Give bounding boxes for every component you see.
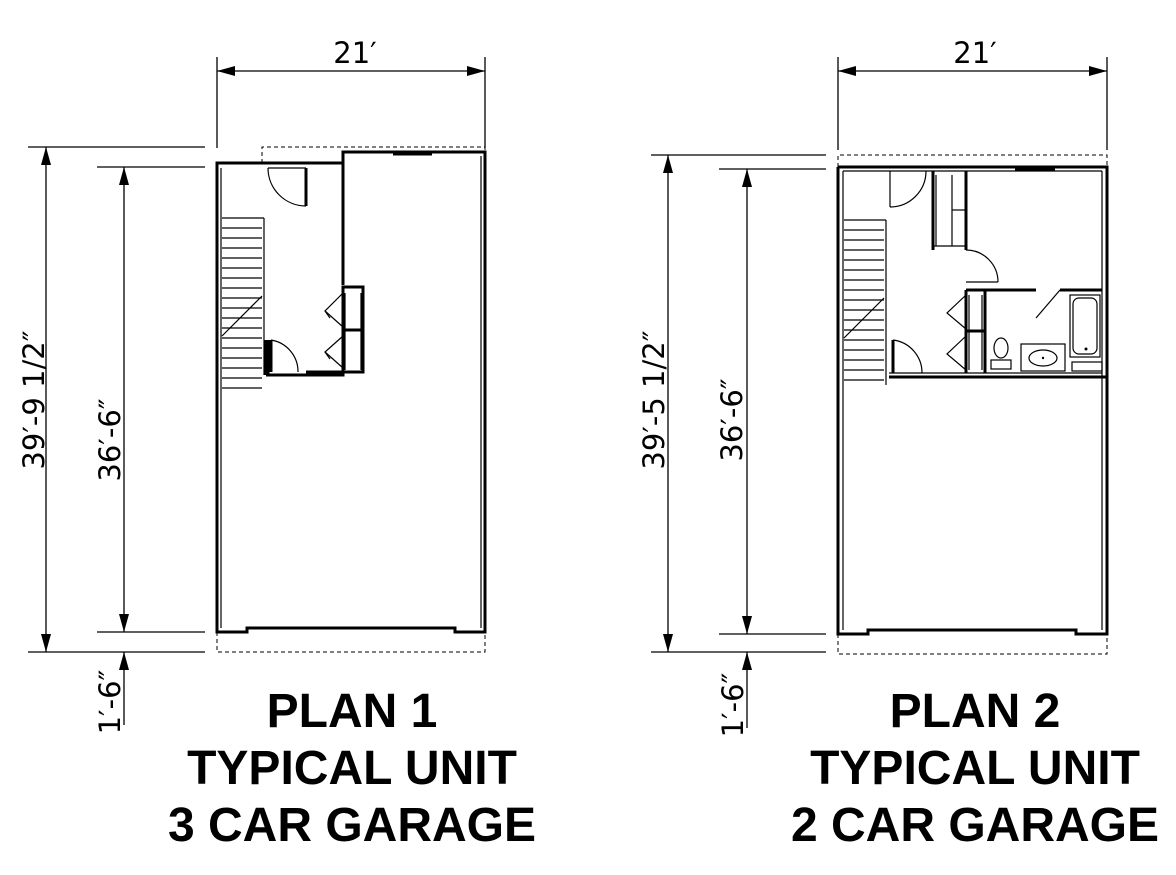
plan-2-bathroom-door <box>1035 289 1061 319</box>
plan-2-exterior-wall <box>836 165 1109 636</box>
plan-1-overall-depth-dimension: 39′-9 1/2″ <box>17 146 205 653</box>
plan-1-stairs <box>221 217 265 389</box>
plan-1-exterior-wall <box>215 150 487 634</box>
plan-2-title-line-2: TYPICAL UNIT <box>810 742 1140 795</box>
plan-2-interior-depth-dimension: 36′-6″ <box>715 168 826 635</box>
plan-1-interior-depth-dimension: 36′-6″ <box>93 166 205 633</box>
plan-2-title-line-3: 2 CAR GARAGE <box>791 799 1159 852</box>
plan-2-apron-dimension: 1′-6″ <box>716 652 752 737</box>
plan-1: 21′ 39′-9 1/2″ 36′-6″ 1′-6″ <box>17 36 536 852</box>
plan-2-closets <box>946 290 985 373</box>
plan-1-width-label: 21′ <box>333 36 377 70</box>
plan-2-apron-outline <box>837 634 1108 655</box>
plan-2-entry-door <box>889 170 927 208</box>
plan-1-apron-dimension: 1′-6″ <box>93 652 129 734</box>
plan-2-width-dimension: 21′ <box>837 36 1108 150</box>
plan-1-title-line-3: 3 CAR GARAGE <box>168 799 536 852</box>
plan-1-title-line-1: PLAN 1 <box>267 685 438 738</box>
plan-1-entry-door <box>267 167 308 207</box>
plan-2-stairs <box>843 219 887 385</box>
plan-2-width-label: 21′ <box>953 36 997 70</box>
plan-2-interior-depth-label: 36′-6″ <box>715 378 749 461</box>
plan-2-title: PLAN 2 TYPICAL UNIT 2 CAR GARAGE <box>791 685 1159 852</box>
plan-2-overall-depth-dimension: 39′-5 1/2″ <box>637 154 826 653</box>
plan-1-closets <box>324 292 362 370</box>
plan-1-title: PLAN 1 TYPICAL UNIT 3 CAR GARAGE <box>168 685 536 852</box>
plan-1-utility-door <box>269 339 299 373</box>
plan-1-width-dimension: 21′ <box>216 36 486 148</box>
plan-2-shelf <box>1071 361 1103 372</box>
plan-2-upper-floor-outline <box>837 154 1108 167</box>
plan-1-apron-outline <box>216 632 486 653</box>
plan-1-interior-walls <box>266 285 365 377</box>
plan-1-apron-label: 1′-6″ <box>93 669 127 734</box>
plan-2-bathtub <box>1069 294 1101 358</box>
plan-2-utility-door <box>891 339 923 374</box>
plan-2: 21′ 39′-5 1/2″ 36′-6″ 1′-6″ <box>637 36 1159 852</box>
plan-1-title-line-2: TYPICAL UNIT <box>187 742 517 795</box>
plan-2-title-line-1: PLAN 2 <box>890 685 1061 738</box>
plan-2-apron-label: 1′-6″ <box>716 672 750 737</box>
plan-1-interior-depth-label: 36′-6″ <box>93 398 127 481</box>
plan-1-overall-depth-label: 39′-9 1/2″ <box>17 330 51 469</box>
plan-2-closet-door <box>965 249 999 283</box>
plan-2-toilet <box>990 337 1012 370</box>
plan-2-overall-depth-label: 39′-5 1/2″ <box>637 330 671 469</box>
plan-1-upper-floor-outline <box>261 146 486 163</box>
plan-2-sink <box>1020 343 1066 372</box>
